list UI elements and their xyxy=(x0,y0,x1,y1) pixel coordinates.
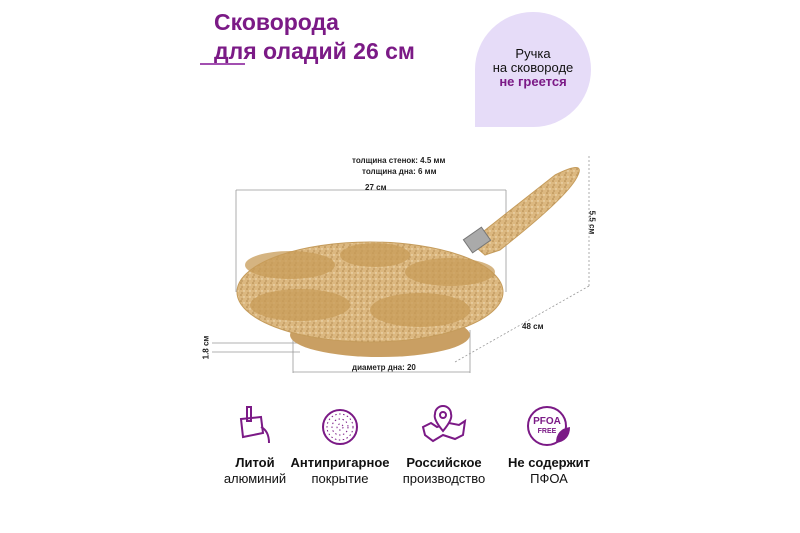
title-underline xyxy=(200,63,245,65)
pfoa-free-icon: PFOA FREE xyxy=(526,405,572,449)
feature-label-1: Литой xyxy=(235,455,275,470)
feature-label-2: ПФОА xyxy=(530,471,568,486)
length-label: 48 см xyxy=(522,322,544,331)
product-title: Сковорода для оладий 26 см xyxy=(214,8,415,66)
title-line-1: Сковорода xyxy=(214,9,339,35)
nonstick-coating-icon xyxy=(322,409,358,445)
feature-label-2: производство xyxy=(402,471,486,486)
pancake-wells xyxy=(245,243,495,327)
pan-handle xyxy=(469,167,580,256)
feature-label-2: покрытие xyxy=(311,471,369,486)
dimension-lines xyxy=(212,156,590,373)
free-badge-text: FREE xyxy=(537,428,557,435)
callout-bubble xyxy=(475,12,591,127)
title-line-2: для оладий 26 см xyxy=(214,38,415,64)
callout-line-3: не греется xyxy=(499,74,567,89)
callout-line-1: Ручка xyxy=(515,46,551,61)
feature-label-1: Не содержит xyxy=(507,455,591,470)
cast-aluminum-icon xyxy=(239,406,270,444)
russia-map-pin-icon xyxy=(421,405,467,443)
feature-label-1: Антипригарное xyxy=(290,455,390,470)
depth-label: 1.8 см xyxy=(201,335,211,360)
wall-thickness-label: толщина стенок: 4.5 мм xyxy=(352,156,446,165)
callout-text: Ручка на сковороде не греется xyxy=(475,47,591,89)
pfoa-badge-text: PFOA xyxy=(533,416,561,427)
handle-height-label: 5.5 см xyxy=(587,210,597,235)
width-label: 27 см xyxy=(365,183,387,192)
feature-label-2: алюминий xyxy=(223,471,287,486)
callout-line-2: на сковороде xyxy=(492,60,574,75)
base-diameter-label: диаметр дна: 20 xyxy=(352,363,416,372)
handle-ring xyxy=(462,226,492,254)
feature-label-1: Российское xyxy=(406,455,482,470)
bottom-thickness-label: толщина дна: 6 мм xyxy=(362,167,437,176)
